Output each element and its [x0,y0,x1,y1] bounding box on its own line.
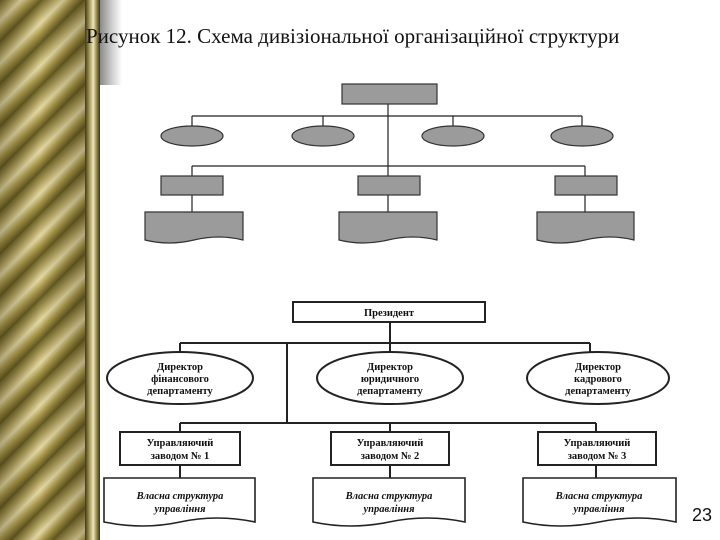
director-department: фінансового [151,374,209,385]
plant-manager-number: заводом № 2 [361,451,420,462]
director-department: юридичного [361,374,419,385]
director-label: Директор [157,362,203,373]
page-number: 23 [691,505,712,525]
plant-manager-label: Управляючий [564,438,631,449]
plant-manager-number: заводом № 3 [568,451,627,462]
schematic-top-box [341,83,438,105]
schematic-ellipse [421,125,485,147]
director-suffix: департаменту [147,386,213,397]
schematic-ellipse [550,125,614,147]
title-shadow [100,0,122,85]
director-department: кадрового [574,374,622,385]
director-legal-node [316,351,464,405]
schematic-ellipse [160,125,224,147]
schematic-box [357,175,421,196]
schematic-document [536,211,635,244]
decorative-pillar [85,0,100,540]
director-suffix: департаменту [357,386,423,397]
schematic-box [160,175,224,196]
president-box [292,301,486,323]
decorative-border-shade [0,0,100,540]
director-hr-node [526,351,670,405]
director-suffix: департаменту [565,386,631,397]
plant-manager-label: Управляючий [357,438,424,449]
plant-manager-3-box [537,431,657,466]
structure-label: Власна структура [345,491,433,502]
structure-1-document [103,477,256,527]
structure-label: Власна структура [555,491,643,502]
schematic-box [554,175,618,196]
structure-label: Власна структура [136,491,224,502]
schematic-ellipse [291,125,355,147]
schematic-document [144,211,244,244]
structure-3-document [522,477,677,527]
director-label: Директор [367,362,413,373]
plant-manager-number: заводом № 1 [151,451,210,462]
decorative-border [0,0,100,540]
structure-2-document [312,477,466,527]
plant-manager-label: Управляючий [147,438,214,449]
plant-manager-2-box [330,431,450,466]
structure-label-2: управління [361,504,415,515]
director-label: Директор [575,362,621,373]
slide-title: Рисунок 12. Схема дивізіональної організ… [86,24,620,48]
director-financial-node [106,351,254,405]
schematic-document [338,211,438,244]
president-label: Президент [364,308,415,319]
plant-manager-1-box [119,431,241,466]
structure-label-2: управління [571,504,625,515]
structure-label-2: управління [152,504,206,515]
